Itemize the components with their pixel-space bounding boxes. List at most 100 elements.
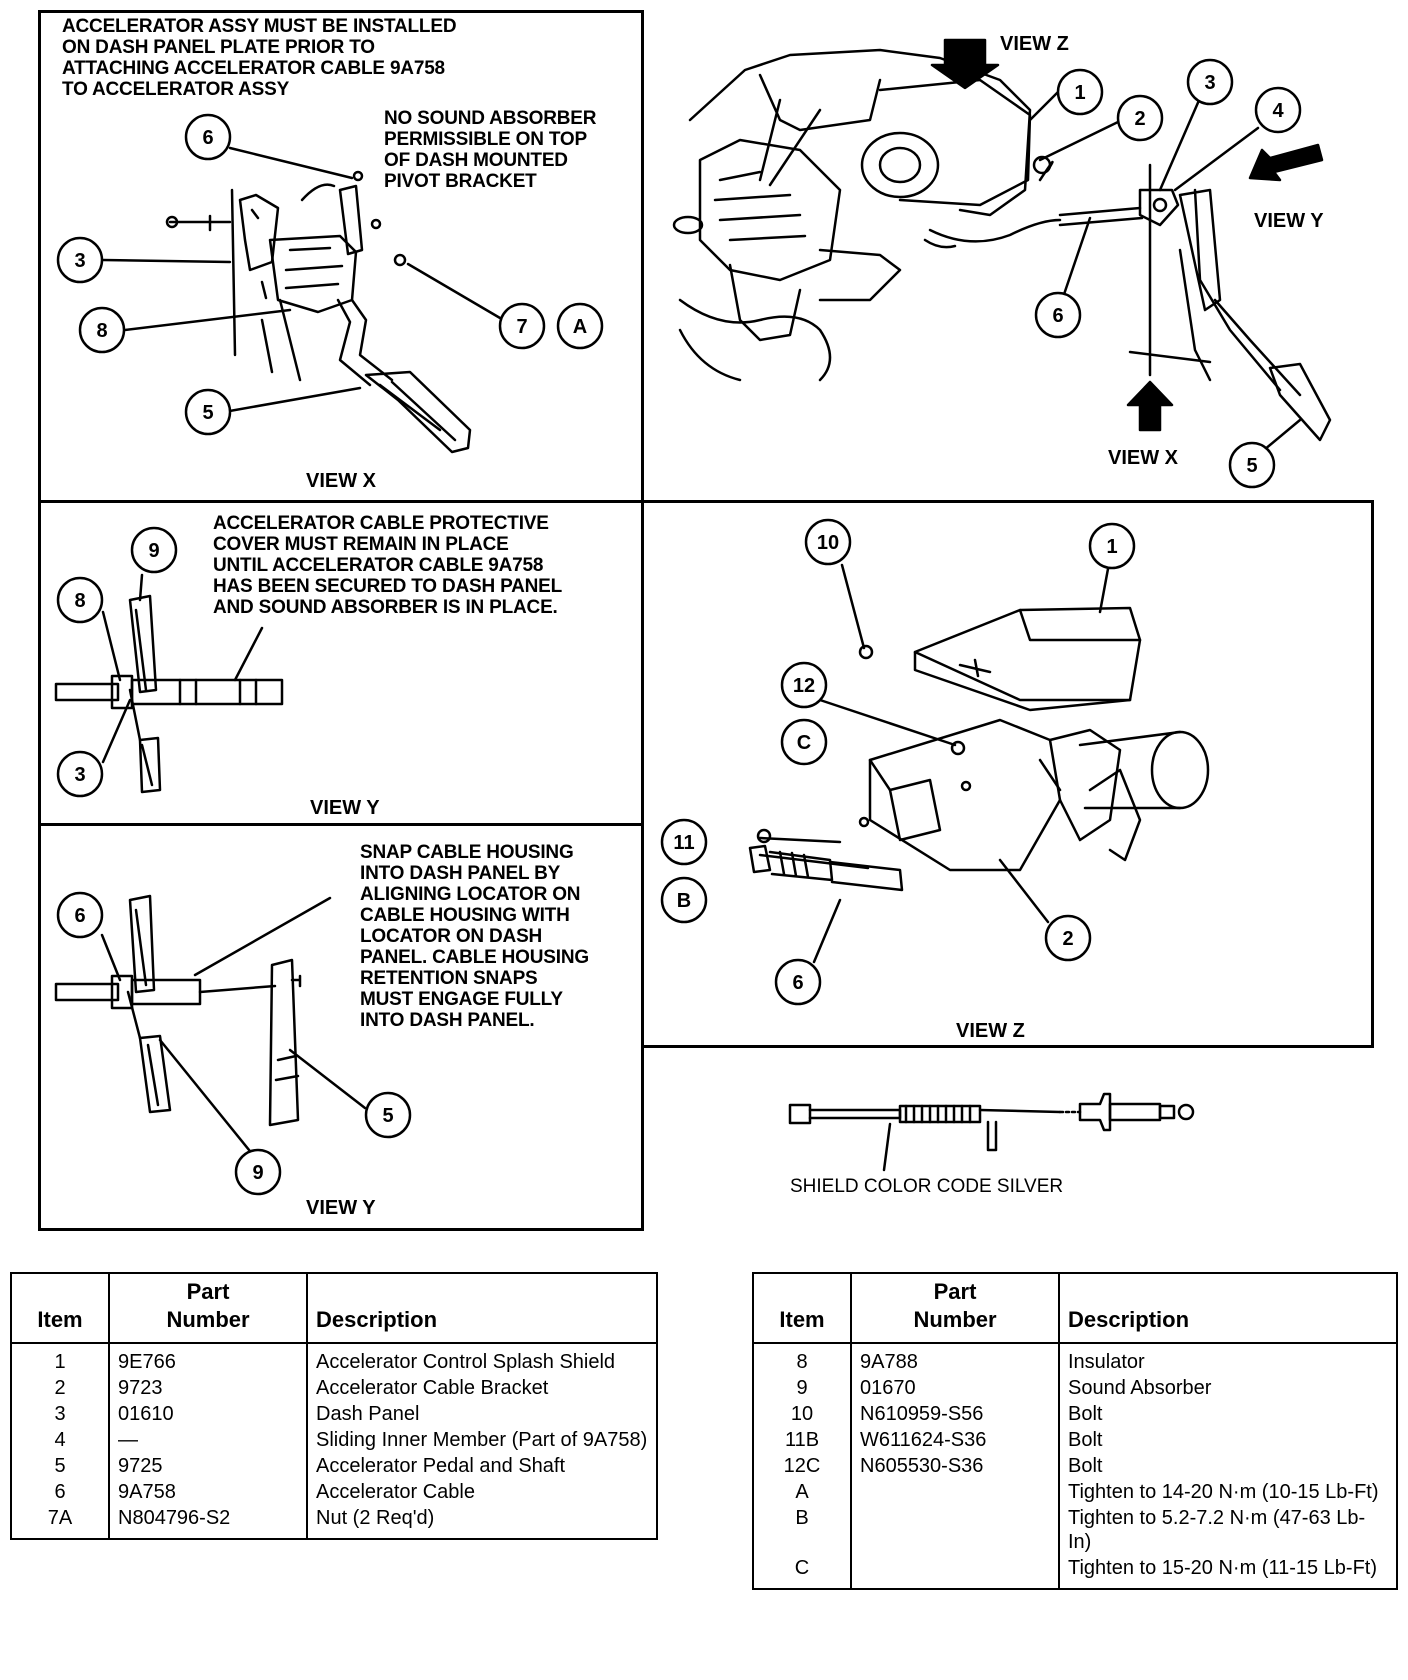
callout-ov-2: 2 [1134, 108, 1145, 130]
header-item: Item [11, 1273, 110, 1344]
cell-item: 11B [753, 1427, 852, 1453]
cell-description: Tighten to 14-20 N·m (10-15 Lb-Ft) [1068, 1481, 1379, 1503]
table-row: 10 N610959-S56 Bolt [753, 1401, 1397, 1427]
view-z-detail-illustration [748, 606, 1210, 892]
view-x-pedal-assembly [165, 170, 472, 454]
callout-vx-a: A [573, 316, 587, 338]
cell-description: Sound Absorber [1068, 1377, 1212, 1399]
cell-part-number: 9A788 [851, 1343, 1060, 1375]
callout-vx-6: 6 [202, 127, 213, 149]
overview-view-x-label: VIEW X [1108, 447, 1179, 469]
cell-description: Insulator [1068, 1351, 1145, 1373]
table-row: C Tighten to 15-20 N·m (11-15 Lb-Ft) [753, 1555, 1397, 1589]
table-row: B Tighten to 5.2-7.2 N·m (47-63 Lb-In) [753, 1505, 1397, 1555]
cell-description: Bolt [1068, 1403, 1103, 1425]
cell-description: Sliding Inner Member (Part of 9A758) [316, 1429, 648, 1451]
view-x-detail-label: VIEW X [306, 470, 377, 492]
cell-part-number: 9A758 [109, 1479, 308, 1505]
callout-vz-b: B [677, 890, 691, 912]
overview-view-z-label: VIEW Z [1000, 33, 1069, 55]
callout-ov-6: 6 [1052, 305, 1063, 327]
cell-description: Bolt [1068, 1455, 1103, 1477]
cell-part-number: 9725 [109, 1453, 308, 1479]
cell-item: 7A [11, 1505, 110, 1539]
cell-item: 2 [11, 1375, 110, 1401]
callout-ov-4: 4 [1272, 100, 1284, 122]
cell-description: Accelerator Pedal and Shaft [316, 1455, 566, 1477]
view-z-detail-panel [641, 500, 1374, 1048]
cell-description: Dash Panel [316, 1403, 420, 1425]
cell-description: Tighten to 5.2-7.2 N·m (47-63 Lb-In) [1068, 1507, 1366, 1553]
cell-item: C [753, 1555, 852, 1589]
callout-vy2-6: 6 [74, 905, 85, 927]
table-row: 12C N605530-S36 Bolt [753, 1453, 1397, 1479]
callout-ov-1: 1 [1074, 82, 1085, 104]
cell-item: 12C [753, 1453, 852, 1479]
callout-vz-12: 12 [793, 675, 815, 697]
header-description: Description [307, 1273, 657, 1344]
table-row: 9 01670 Sound Absorber [753, 1375, 1397, 1401]
header-item: Item [753, 1273, 852, 1344]
cell-item: 9 [753, 1375, 852, 1401]
callout-vy2-5: 5 [382, 1105, 393, 1127]
table-row: 8 9A788 Insulator [753, 1343, 1397, 1375]
cell-item: 5 [11, 1453, 110, 1479]
cell-description: Bolt [1068, 1429, 1103, 1451]
cell-description: Accelerator Cable [316, 1481, 475, 1503]
cell-part-number: 01610 [109, 1401, 308, 1427]
cell-part-number: 9723 [109, 1375, 308, 1401]
overview-engine-illustration [672, 48, 1062, 382]
callout-vz-10: 10 [817, 532, 839, 554]
cell-part-number: N804796-S2 [109, 1505, 308, 1539]
cell-item: 4 [11, 1427, 110, 1453]
table-row: 1 9E766 Accelerator Control Splash Shiel… [11, 1343, 657, 1375]
table-row: 4 — Sliding Inner Member (Part of 9A758) [11, 1427, 657, 1453]
cell-item: 8 [753, 1343, 852, 1375]
cell-item: 1 [11, 1343, 110, 1375]
cell-description: Nut (2 Req'd) [316, 1507, 435, 1529]
callout-ov-3: 3 [1204, 72, 1215, 94]
view-x-install-note: ACCELERATOR ASSY MUST BE INSTALLED ON DA… [62, 16, 457, 100]
view-z-detail-label: VIEW Z [956, 1020, 1025, 1042]
callout-vx-8: 8 [96, 320, 107, 342]
cell-item: 10 [753, 1401, 852, 1427]
cell-item: B [753, 1505, 852, 1555]
view-y-cover-illustration [54, 594, 284, 794]
overview-view-y-label: VIEW Y [1254, 210, 1324, 232]
table-row: 5 9725 Accelerator Pedal and Shaft [11, 1453, 657, 1479]
callout-vy1-9: 9 [148, 540, 159, 562]
callout-vz-2: 2 [1062, 928, 1073, 950]
callout-vx-5: 5 [202, 402, 213, 424]
callout-vy1-3: 3 [74, 764, 85, 786]
cell-item: 6 [11, 1479, 110, 1505]
header-part-number: Part Number [851, 1273, 1060, 1344]
cell-item: 3 [11, 1401, 110, 1427]
view-y-snap-label: VIEW Y [306, 1197, 376, 1219]
table-row: A Tighten to 14-20 N·m (10-15 Lb-Ft) [753, 1479, 1397, 1505]
cell-part-number [851, 1479, 1060, 1505]
cell-description: Tighten to 15-20 N·m (11-15 Lb-Ft) [1068, 1557, 1378, 1579]
callout-vz-6: 6 [792, 972, 803, 994]
table-row: 6 9A758 Accelerator Cable [11, 1479, 657, 1505]
shield-cable-illustration [788, 1092, 1195, 1152]
cell-part-number [851, 1555, 1060, 1589]
callout-vy2-9: 9 [252, 1162, 263, 1184]
parts-table-left: Item Part Number Description 1 9E766 Acc… [10, 1272, 658, 1540]
header-part-number: Part Number [109, 1273, 308, 1344]
cell-description: Accelerator Cable Bracket [316, 1377, 549, 1399]
view-y-cover-note: ACCELERATOR CABLE PROTECTIVE COVER MUST … [213, 513, 563, 618]
callout-vz-11: 11 [673, 832, 694, 854]
cell-part-number: 9E766 [109, 1343, 308, 1375]
cell-part-number: W611624-S36 [851, 1427, 1060, 1453]
shield-caption: SHIELD COLOR CODE SILVER [790, 1176, 1064, 1197]
header-description: Description [1059, 1273, 1397, 1344]
callout-vz-c: C [797, 732, 811, 754]
callout-vy1-8: 8 [74, 590, 85, 612]
cell-description: Accelerator Control Splash Shield [316, 1351, 616, 1373]
overview-pedal-illustration [1058, 163, 1332, 442]
callout-ov-5: 5 [1246, 455, 1257, 477]
callout-vz-1: 1 [1106, 536, 1117, 558]
cell-part-number: N610959-S56 [851, 1401, 1060, 1427]
cell-item: A [753, 1479, 852, 1505]
